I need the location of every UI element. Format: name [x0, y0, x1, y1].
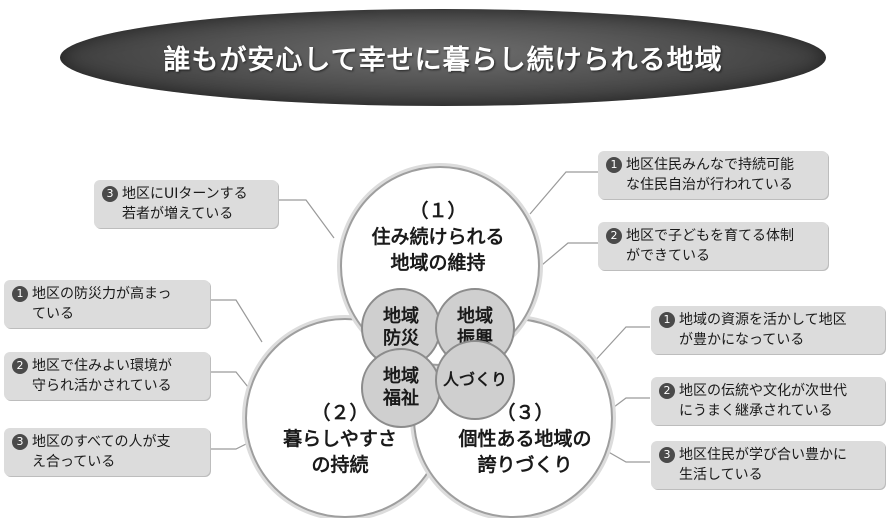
callout-c2-2-line1: 地区で住みよい環境が — [32, 358, 172, 374]
overlap-promotion-line1: 地域 — [457, 306, 493, 327]
callout-c3-2-line2: にうまく継承されている — [679, 403, 833, 419]
callout-c1-1-line2: な住民自治が行われている — [626, 177, 793, 193]
callout-c2-3-line1: 地区のすべての人が支 — [32, 434, 171, 450]
number-badge: 1 — [606, 157, 622, 173]
circle-2-line1: 暮らしやすさ — [283, 428, 397, 450]
connector-c3-2 — [609, 397, 650, 411]
circle-2-label: （２） 暮らしやすさ の持続 — [270, 400, 410, 478]
number-badge: 2 — [659, 383, 675, 399]
callout-c3-1-line2: が豊かになっている — [679, 332, 805, 348]
callout-c2-3-line2: え合っている — [32, 454, 116, 470]
circle-1-label: （１） 住み続けられる 地域の維持 — [364, 198, 512, 276]
overlap-disaster-line1: 地域 — [383, 306, 419, 327]
page-title: 誰もが安心して幸せに暮らし続けられる地域 — [163, 45, 723, 76]
overlap-people-text: 人づくり — [442, 370, 507, 389]
callout-c3-2-line1: 地区の伝統や文化が次世代 — [679, 383, 847, 399]
connector-c1-2 — [535, 242, 598, 271]
overlap-welfare-line1: 地域 — [383, 366, 419, 387]
callout-c2-1-line2: ている — [32, 306, 74, 322]
connector-c1-1 — [529, 171, 598, 215]
circle-2-line2: の持続 — [311, 454, 369, 476]
callout-c2-2-line2: 守られ活かされている — [32, 378, 172, 394]
number-badge: 1 — [659, 312, 675, 328]
callout-c3-3-line2: 生活している — [679, 467, 763, 483]
overlap-people-development: 人づくり — [435, 340, 515, 420]
connector-c3-3 — [597, 445, 650, 463]
callout-c1-3-line1: 地区にUIターンする — [122, 186, 248, 202]
number-badge: 3 — [102, 186, 118, 202]
connector-c3-1 — [591, 326, 650, 365]
overlap-disaster-line2: 防災 — [383, 328, 419, 349]
connector-c2-2 — [210, 371, 253, 393]
circle-3-line1: 個性ある地域の — [458, 428, 592, 450]
callout-c1-2-line2: ができている — [626, 248, 710, 264]
title-banner: 誰もが安心して幸せに暮らし続けられる地域 — [60, 9, 826, 106]
circle-3-number: （３） — [496, 402, 554, 424]
connector-c2-1 — [210, 299, 263, 343]
number-badge: 3 — [659, 447, 675, 463]
overlap-welfare-line2: 福祉 — [383, 388, 419, 409]
number-badge: 2 — [606, 228, 622, 244]
callout-c3-3-line1: 地区住民が学び合い豊かに — [679, 447, 847, 463]
circle-2-number: （２） — [311, 402, 369, 424]
circle-3-line2: 誇りづくり — [477, 454, 573, 476]
callout-c1-2-line1: 地区で子どもを育てる体制 — [626, 228, 794, 244]
connector-c1-3 — [276, 199, 335, 239]
number-badge: 3 — [12, 434, 28, 450]
number-badge: 1 — [12, 286, 28, 302]
circle-1-number: （１） — [409, 200, 467, 222]
callout-c2-1-line1: 地区の防災力が高まっ — [32, 286, 172, 302]
overlap-community-welfare: 地域 福祉 — [361, 348, 441, 428]
number-badge: 2 — [12, 358, 28, 374]
callout-c3-1-line1: 地域の資源を活かして地区 — [679, 312, 847, 328]
callout-c1-3-line2: 若者が増えている — [122, 206, 234, 222]
callout-c1-1-line1: 地区住民みんなで持続可能 — [626, 157, 794, 173]
overlap-disaster-prevention: 地域 防災 — [361, 288, 441, 368]
circle-3-label: （３） 個性ある地域の 誇りづくり — [450, 400, 600, 478]
circle-1-line1: 住み続けられる — [371, 226, 505, 248]
circle-1-line2: 地域の維持 — [390, 252, 486, 274]
